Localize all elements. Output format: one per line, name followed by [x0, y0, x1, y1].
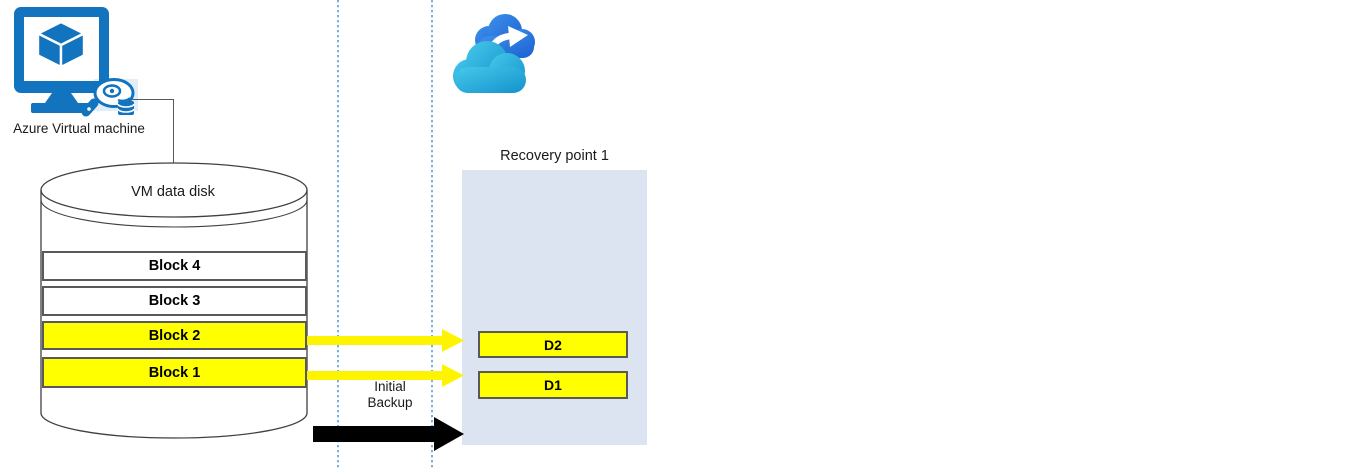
- recovery-point-title: Recovery point 1: [500, 148, 609, 164]
- recovery-item-d1-label: D1: [544, 377, 562, 393]
- back-cloud: [475, 14, 535, 58]
- disk-block-4-label: Block 4: [148, 258, 201, 274]
- recovery-item-d2-label: D2: [544, 336, 562, 353]
- monitor-frame: [14, 7, 109, 93]
- disk-block-2: Block 2: [42, 321, 307, 350]
- azure-vm-icon: [14, 7, 138, 117]
- disk-block-3-label: Block 3: [148, 293, 201, 309]
- recovery-point-panel: [462, 170, 647, 445]
- disk-block-3: Block 3: [42, 286, 307, 316]
- disk-badge-icon: [81, 78, 138, 117]
- black-initial-backup-arrow: [313, 417, 464, 451]
- initial-backup-label-line2: Backup: [367, 395, 413, 410]
- divider-dashed-line-left: [337, 0, 339, 470]
- initial-backup-label-line1: Initial: [374, 379, 406, 394]
- disk-block-1-label: Block 1: [148, 364, 201, 381]
- monitor-screen: [24, 17, 99, 81]
- restore-arrow-icon: [485, 26, 528, 57]
- mini-cylinder-icon: [117, 101, 135, 115]
- disk-block-2-label: Block 2: [148, 327, 201, 344]
- disk-block-1: Block 1: [42, 357, 307, 388]
- azure-backup-cloud-icon: [453, 14, 535, 93]
- disk-block-4: Block 4: [42, 251, 307, 281]
- connector-vertical: [173, 99, 175, 164]
- front-cloud: [453, 41, 526, 93]
- monitor-stand: [45, 93, 78, 103]
- recovery-item-d1: D1: [478, 371, 628, 399]
- initial-backup-label: Initial Backup: [348, 379, 432, 411]
- divider-dashed-line-right: [431, 0, 433, 470]
- vm-label: Azure Virtual machine: [13, 121, 145, 136]
- disk-title: VM data disk: [131, 184, 215, 200]
- recovery-item-d2: D2: [478, 331, 628, 358]
- connector-horizontal: [130, 99, 174, 101]
- monitor-base: [31, 103, 92, 113]
- yellow-arrow-block2-to-d2: [307, 329, 464, 352]
- cube-icon: [35, 20, 87, 69]
